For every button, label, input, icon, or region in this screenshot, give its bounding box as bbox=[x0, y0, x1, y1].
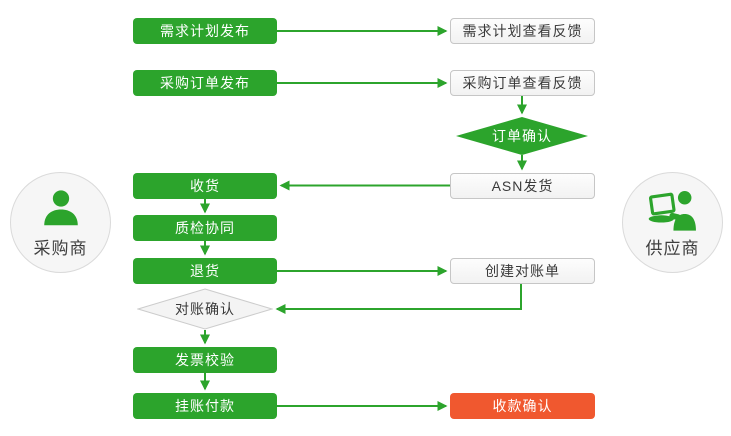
node-statement-confirm-label: 对账确认 bbox=[175, 301, 235, 317]
node-receive-label: 收货 bbox=[190, 178, 220, 194]
node-create-statement-label: 创建对账单 bbox=[485, 263, 560, 279]
node-demand-plan-publish: 需求计划发布 bbox=[133, 18, 277, 44]
person-laptop-icon bbox=[648, 191, 696, 231]
node-po-publish-label: 采购订单发布 bbox=[160, 75, 250, 91]
node-po-feedback-label: 采购订单查看反馈 bbox=[462, 75, 583, 91]
node-payment-confirm-label: 收款确认 bbox=[492, 398, 553, 414]
diamond-shape bbox=[456, 117, 588, 155]
node-payment-on-account: 挂账付款 bbox=[133, 393, 277, 419]
actor-supplier-label: 供应商 bbox=[645, 239, 700, 258]
node-return-goods-label: 退货 bbox=[190, 263, 220, 279]
node-order-confirm-label: 订单确认 bbox=[492, 128, 552, 144]
node-po-publish: 采购订单发布 bbox=[133, 70, 277, 96]
node-demand-plan-feedback-label: 需求计划查看反馈 bbox=[462, 23, 583, 39]
node-return-goods: 退货 bbox=[133, 258, 277, 284]
node-payment-confirm: 收款确认 bbox=[450, 393, 595, 419]
node-statement-confirm: 对账确认 bbox=[137, 288, 273, 330]
actor-buyer-label: 采购商 bbox=[33, 239, 88, 258]
node-asn-ship-label: ASN发货 bbox=[491, 178, 554, 194]
node-order-confirm: 订单确认 bbox=[456, 117, 588, 155]
node-create-statement: 创建对账单 bbox=[450, 258, 595, 284]
node-receive: 收货 bbox=[133, 173, 277, 199]
node-quality-collab: 质检协同 bbox=[133, 215, 277, 241]
edge-create-statement-to-statement-confirm bbox=[275, 284, 522, 314]
node-demand-plan-publish-label: 需求计划发布 bbox=[160, 23, 250, 39]
node-demand-plan-feedback: 需求计划查看反馈 bbox=[450, 18, 595, 44]
person-icon bbox=[43, 190, 78, 226]
node-invoice-verify: 发票校验 bbox=[133, 347, 277, 373]
node-quality-collab-label: 质检协同 bbox=[175, 220, 235, 236]
node-asn-ship: ASN发货 bbox=[450, 173, 595, 199]
node-po-feedback: 采购订单查看反馈 bbox=[450, 70, 595, 96]
diamond-shape bbox=[137, 288, 273, 330]
node-payment-on-account-label: 挂账付款 bbox=[175, 398, 235, 414]
node-invoice-verify-label: 发票校验 bbox=[175, 352, 235, 368]
actor-buyer: 采购商 bbox=[10, 172, 111, 273]
actor-supplier: 供应商 bbox=[622, 172, 723, 273]
